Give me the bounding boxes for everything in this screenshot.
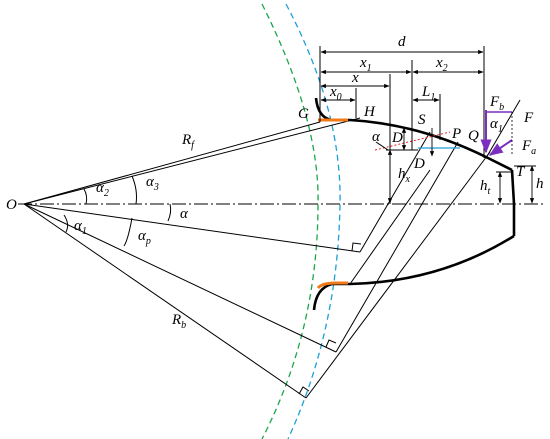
- right-angle-2: [325, 339, 337, 348]
- label-hx: hx: [398, 166, 411, 185]
- ray-to-H: [23, 117, 361, 205]
- arc-alphap: [123, 217, 133, 247]
- base-circle: [285, 3, 341, 439]
- label-alpha2: α2: [96, 180, 109, 199]
- label-Fa: Fa: [521, 138, 536, 157]
- force-Fa: [488, 139, 513, 156]
- label-x1: x1: [359, 55, 372, 74]
- tooth-tip-upper: [510, 169, 516, 205]
- ray-rf: [23, 121, 321, 205]
- label-Q: Q: [468, 128, 479, 144]
- label-G: G: [298, 106, 309, 122]
- action-line-2: [335, 141, 459, 353]
- label-O: O: [6, 197, 17, 213]
- label-S: S: [418, 112, 426, 128]
- label-alpha1-Q: α1: [490, 116, 503, 135]
- label-alpha1: α1: [74, 218, 87, 237]
- right-angle-1: [351, 242, 362, 252]
- ray-alpha: [23, 203, 361, 253]
- label-d: d: [398, 34, 406, 50]
- label-F: F: [523, 110, 534, 126]
- label-alpha-H: α: [372, 129, 381, 145]
- arc-alpha3: [131, 175, 137, 205]
- label-x2: x2: [435, 55, 448, 74]
- label-alphap: αp: [138, 228, 151, 247]
- label-alpha-mid: α: [180, 206, 189, 222]
- ray-rb: [23, 203, 307, 399]
- root-circle: [261, 3, 319, 439]
- label-T: T: [516, 164, 526, 180]
- arc-alpha-H: [375, 141, 389, 151]
- label-Fb: Fb: [489, 94, 504, 113]
- label-D-upper: D: [391, 130, 403, 146]
- ray-mid: [23, 203, 337, 353]
- label-Rb: Rb: [171, 312, 186, 331]
- arc-alpha2: [83, 188, 88, 205]
- label-D-lower: D: [413, 156, 425, 172]
- label-H: H: [363, 104, 376, 120]
- label-h: h: [536, 176, 544, 192]
- label-L1: L1: [421, 84, 435, 103]
- tangent-line: [374, 131, 451, 151]
- label-Rf: Rf: [181, 132, 195, 151]
- right-angle-3: [298, 386, 310, 395]
- label-P: P: [451, 126, 461, 142]
- action-line-3: [305, 151, 491, 399]
- fillet-lower: [316, 281, 348, 290]
- arc-alpha1: [63, 214, 69, 233]
- tooth-profile-lower: [312, 234, 515, 311]
- action-line-1: [359, 131, 431, 253]
- label-alpha3: α3: [146, 174, 159, 193]
- arc-alpha: [167, 203, 172, 222]
- label-ht: ht: [480, 178, 491, 197]
- lower-flank-line: [349, 169, 431, 285]
- label-x0: x0: [329, 84, 342, 103]
- label-x: x: [351, 70, 359, 86]
